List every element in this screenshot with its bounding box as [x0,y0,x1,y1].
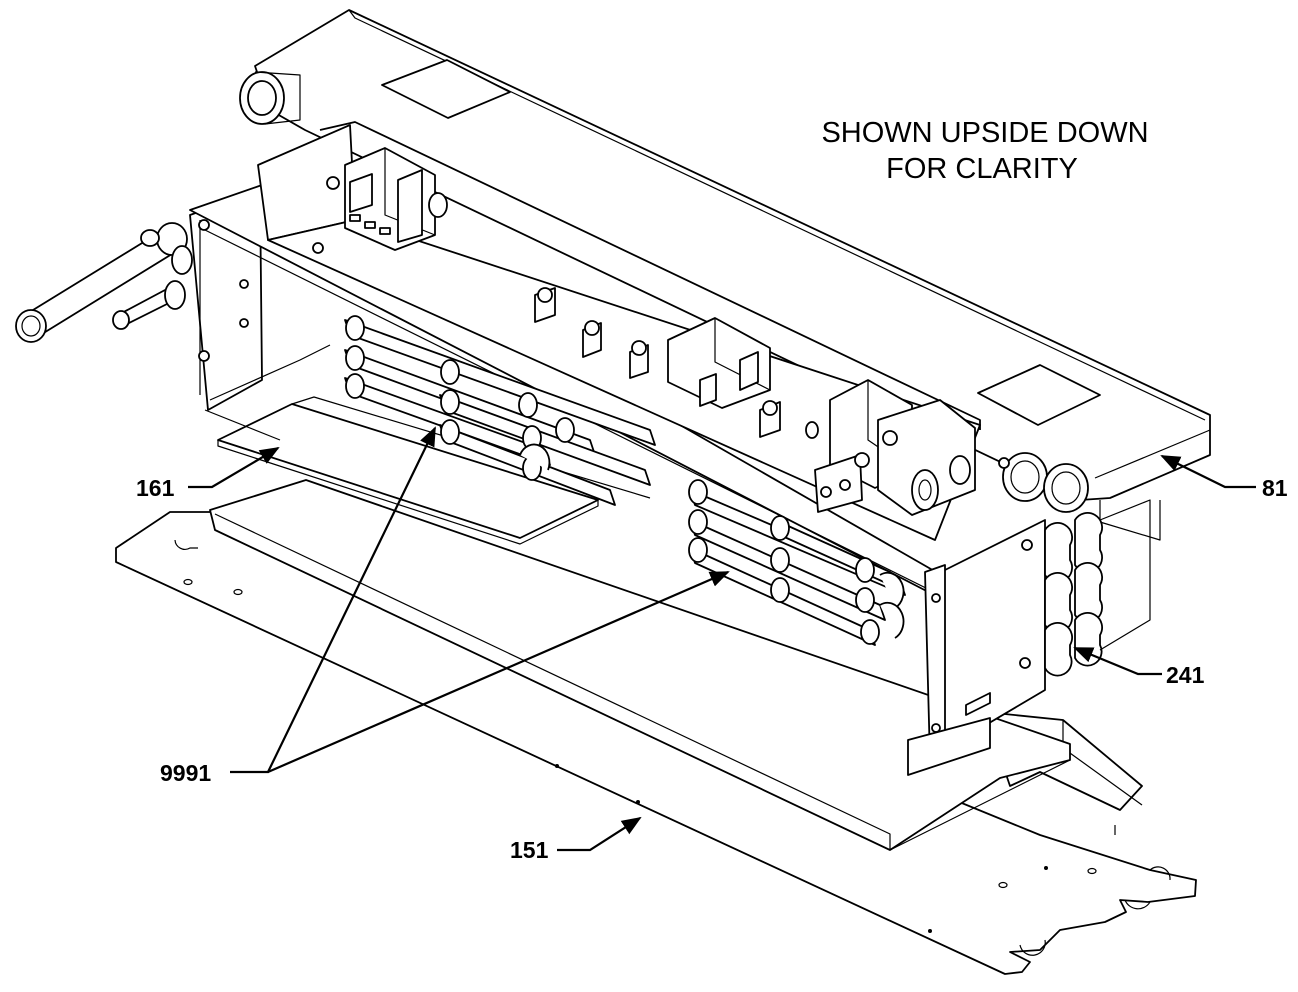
burner-chassis [189,121,1046,761]
note-line-2: FOR CLARITY [886,153,1078,185]
orifice-fittings [534,287,819,439]
callout-241: 241 [1166,662,1205,688]
callout-151: 151 [510,837,549,863]
callout-161: 161 [136,475,175,501]
terminal-strip [907,692,991,776]
leader-lines [188,426,1256,852]
burner-tubes-upper [344,315,656,506]
callout-81: 81 [1262,475,1288,501]
return-bends-241 [1044,499,1151,677]
ignition-module [667,317,771,409]
mounting-plate-151 [115,511,1197,975]
top-cover-81 [254,9,1211,541]
serial-plate [977,364,1101,426]
burner-tubes-lower [688,479,906,646]
note-line-1: SHOWN UPSIDE DOWN [821,117,1148,149]
control-module [344,147,448,251]
gas-inlet-pipes [15,222,193,343]
rating-plate [381,59,511,119]
right-flue-collars [998,452,1089,513]
insulation-panel [209,479,1071,851]
access-panel-161 [217,396,651,545]
gas-valve [814,379,976,516]
callout-9991: 9991 [160,760,211,786]
